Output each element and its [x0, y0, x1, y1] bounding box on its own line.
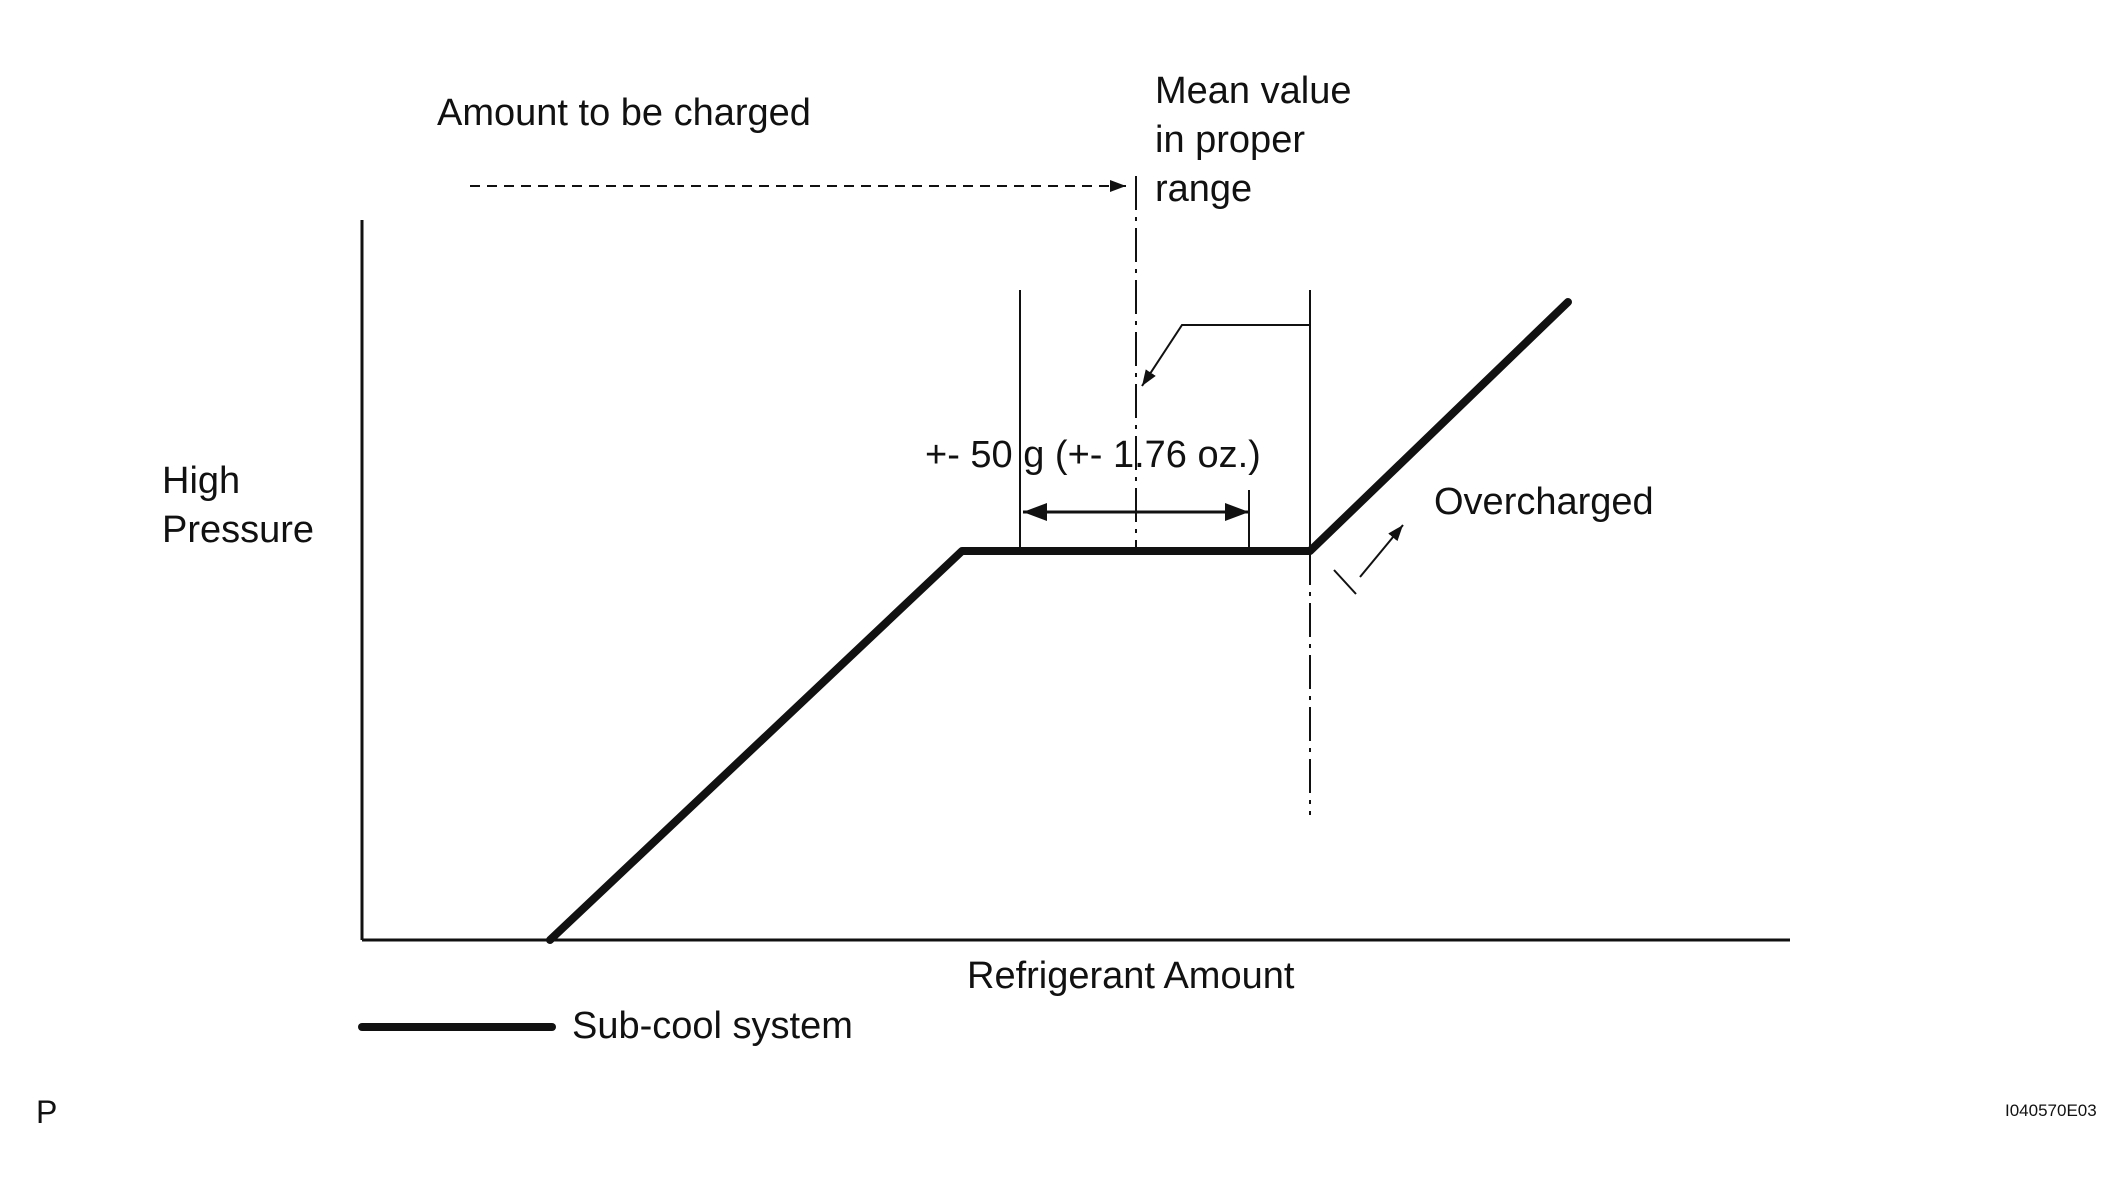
amount-to-be-charged-label: Amount to be charged [437, 92, 811, 134]
y-axis-label-line-2: Pressure [162, 509, 315, 551]
mean-value-label-line-1: Mean value [1155, 70, 1352, 112]
overcharged-arrow [1359, 524, 1404, 578]
mean-value-label-line-3: range [1155, 168, 1253, 210]
overcharged-arrow-tick [1333, 569, 1357, 595]
legend-sub-cool-label: Sub-cool system [572, 1005, 853, 1047]
tolerance-label: +- 50 g (+- 1.76 oz.) [925, 434, 1261, 476]
x-axis-label: Refrigerant Amount [967, 955, 1295, 997]
sub-cool-curve [546, 298, 1572, 944]
corner-letter: P [36, 1094, 58, 1130]
mean-value-leader-arrow [1141, 324, 1310, 387]
overcharged-label: Overcharged [1434, 481, 1654, 523]
mean-value-label-line-2: in proper [1155, 119, 1305, 161]
y-axis-label-line-1: High [162, 460, 241, 502]
figure-code: I040570E03 [2005, 1101, 2097, 1120]
